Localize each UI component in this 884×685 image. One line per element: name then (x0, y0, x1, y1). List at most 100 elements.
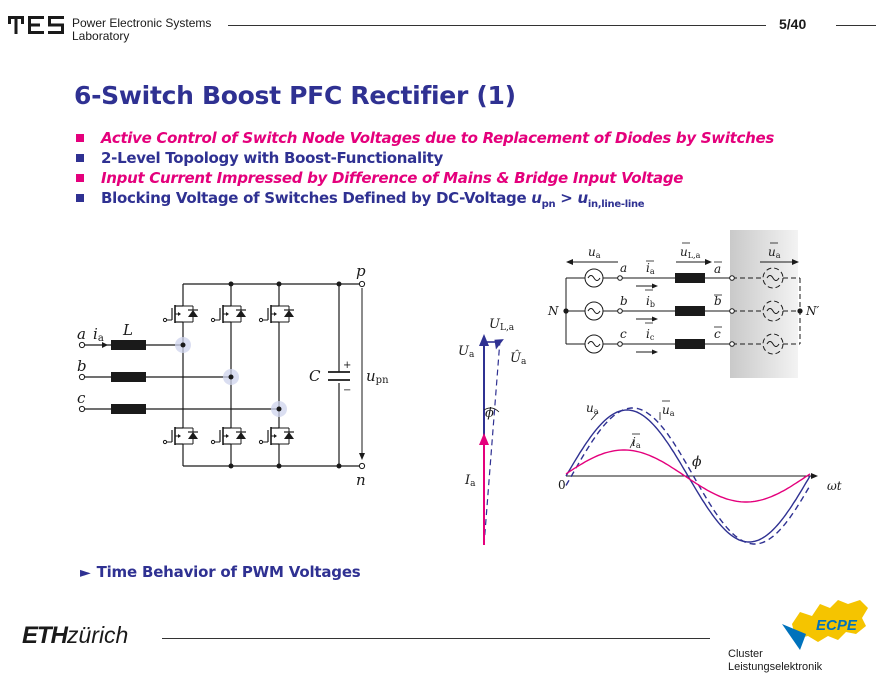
eq-ib-subscript: b (650, 300, 655, 309)
eq-node-a: a (620, 261, 627, 275)
bullet-text: 2-Level Topology with Boost-Functionalit… (101, 149, 444, 167)
zurich-logo-text: zürich (67, 622, 129, 648)
eq-ua-label: ua (588, 245, 601, 260)
header-rule-right (836, 25, 876, 26)
phasor-ia-symbol: I (464, 473, 471, 488)
capacitor-minus-label: − (343, 385, 351, 396)
phase-a-label: a (77, 325, 86, 343)
phase-c-label: c (77, 389, 86, 407)
wave-uap-symbol: u (662, 403, 670, 417)
time-behavior-link-label: Time Behavior of PWM Voltages (96, 563, 361, 581)
terminal-circles (78, 280, 366, 470)
footer-rule (162, 638, 710, 639)
bullet-item: Blocking Voltage of Switches Defined by … (74, 188, 774, 215)
converter-shaded-region (730, 230, 798, 378)
current-ia-subscript: a (98, 333, 104, 344)
equivalent-circuit-terminals (617, 275, 735, 347)
eq-node-bbar: b (714, 294, 722, 308)
phasor-uhat-subscript: a (521, 357, 527, 367)
cluster-label: Cluster Leistungselektronik (728, 648, 822, 674)
phasor-phi-label: ϕ (485, 406, 494, 421)
page-number: 5/40 (779, 16, 807, 32)
capacitor-plus-label: + (343, 360, 351, 371)
equivalent-circuit-arrows (566, 259, 799, 355)
uin-subscript: in,line-line (587, 199, 645, 210)
inductor-label: L (122, 321, 133, 339)
phasor-uhat-label: Ûa (510, 349, 527, 367)
time-axis-arrow-icon (811, 473, 818, 479)
node-n-label: n (356, 471, 366, 489)
eq-neutral-n: N (547, 304, 559, 318)
eth-zurich-logo: ETHzürich (22, 621, 128, 650)
eq-ula-subscript: L,a (688, 251, 701, 260)
wave-wt-label: ωt (827, 479, 842, 493)
ecpe-logo: ECPE (782, 600, 868, 650)
phasor-uhat-symbol: Û (510, 349, 522, 366)
triangle-right-icon: ► (80, 565, 91, 581)
upn-symbol: u (531, 189, 542, 207)
phasor-ua-subscript: a (469, 350, 475, 360)
inductor-symbols (111, 340, 146, 414)
phasor-ul-subscript: L,a (500, 323, 515, 333)
current-ia-symbol: i (93, 325, 98, 343)
wave-ia-curve (565, 449, 811, 503)
wave-ua-label: ua (586, 401, 599, 416)
lab-name: Power Electronic Systems Laboratory (72, 17, 211, 43)
capacitor-label: C (309, 367, 321, 385)
bullet-item: Input Current Impressed by Difference of… (74, 168, 774, 188)
node-p-label: p (356, 262, 366, 280)
waveform-plot (565, 400, 818, 545)
eq-uap-symbol: u (768, 245, 776, 259)
bullet-text: Active Control of Switch Node Voltages d… (101, 129, 775, 147)
bullet-item: 2-Level Topology with Boost-Functionalit… (74, 148, 774, 168)
europe-map-icon (792, 600, 868, 642)
eq-ia-symbol: i (646, 261, 650, 275)
eq-uap-subscript: a (776, 251, 781, 260)
dc-voltage-symbol: u (366, 367, 376, 385)
eq-ia-subscript: a (650, 267, 655, 276)
dc-voltage-subscript: pn (376, 375, 389, 386)
eq-neutral-nprime: N′ (805, 304, 820, 318)
phasor-ua-symbol: U (458, 344, 470, 359)
eq-ia-label: ia (646, 261, 655, 276)
bullet-item: Active Control of Switch Node Voltages d… (74, 128, 774, 148)
slide-title: 6-Switch Boost PFC Rectifier (1) (74, 81, 516, 110)
eq-node-abar: a (714, 262, 721, 276)
eq-uap-label: ua (768, 245, 781, 260)
eq-ula-label: uL,a (680, 245, 701, 260)
eq-ua-symbol: u (588, 245, 596, 259)
wave-ia-subscript: a (636, 441, 641, 450)
time-behavior-link[interactable]: ► Time Behavior of PWM Voltages (80, 563, 361, 581)
wave-ua-subscript: a (594, 407, 599, 416)
eq-ic-label: ic (646, 327, 655, 342)
phasor-ua-label: Ua (458, 344, 475, 360)
eq-ula-symbol: u (680, 245, 688, 259)
bullet-text: Blocking Voltage of Switches Defined by … (101, 189, 532, 207)
dc-voltage-arrow-icon (359, 288, 365, 460)
phasor-diagram (479, 334, 504, 546)
cluster-line2: Leistungselektronik (728, 661, 823, 673)
switch-node-highlights (175, 337, 287, 417)
neutral-dots (563, 308, 803, 314)
bullet-square-icon (76, 154, 84, 162)
lab-name-line1: Power Electronic Systems (72, 16, 212, 30)
wave-uap-curve (565, 407, 811, 545)
eq-node-cbar: c (714, 327, 721, 341)
bullet-list: Active Control of Switch Node Voltages d… (74, 128, 774, 215)
wave-origin-label: 0 (558, 478, 566, 492)
current-ia-label: ia (93, 325, 104, 344)
phasor-ia-label: Ia (464, 473, 476, 489)
eq-ic-subscript: c (650, 333, 655, 342)
wave-ia-symbol: i (632, 435, 636, 449)
eq-ua-subscript: a (596, 251, 601, 260)
lab-name-line2: Laboratory (72, 29, 130, 43)
cluster-arrow-icon (782, 624, 806, 650)
wave-ua-symbol: u (586, 401, 594, 415)
wave-ia-label: ia (632, 435, 641, 450)
bullet-text: Input Current Impressed by Difference of… (101, 169, 684, 187)
wave-phi-label: ϕ (692, 454, 702, 470)
current-arrow-icon (88, 342, 108, 348)
dc-voltage-label: upn (366, 367, 389, 386)
phasor-ul-label: UL,a (489, 317, 515, 333)
eq-node-b: b (620, 294, 628, 308)
